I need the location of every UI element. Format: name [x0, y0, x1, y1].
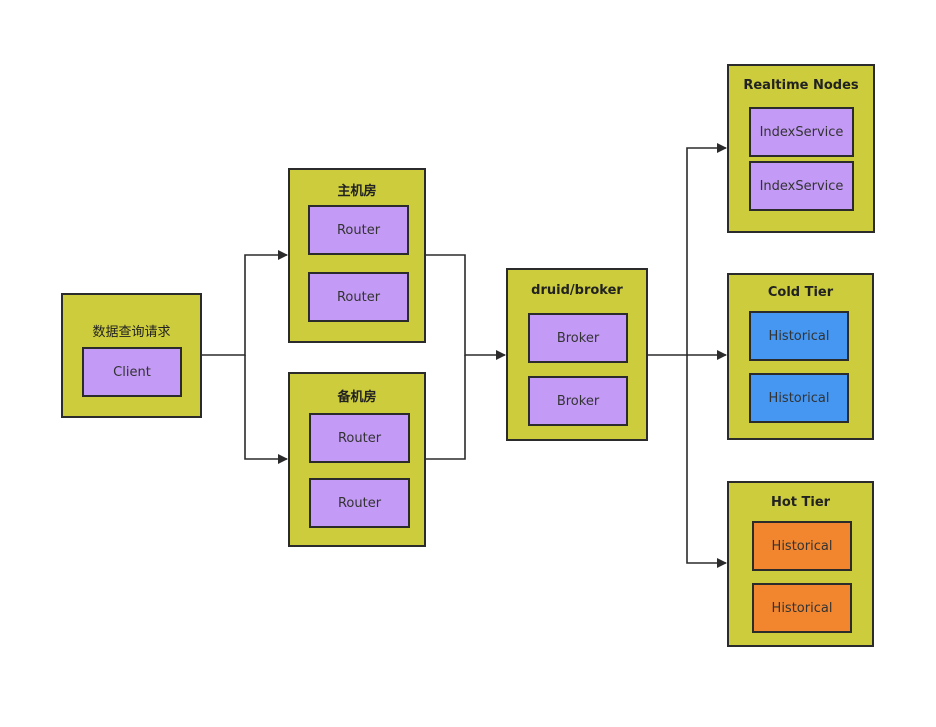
indexservice-node[interactable]: IndexService: [749, 107, 854, 157]
backup-room-group: 备机房 Router Router: [288, 372, 426, 547]
cold-tier-title: Cold Tier: [767, 285, 834, 300]
historical-node[interactable]: Historical: [749, 373, 849, 423]
router-node[interactable]: Router: [309, 478, 410, 528]
indexservice-node[interactable]: IndexService: [749, 161, 854, 211]
edge-broker-realtime: [647, 143, 727, 356]
hot-tier-group: Hot Tier Historical Historical: [727, 481, 874, 647]
historical-node[interactable]: Historical: [752, 583, 852, 633]
router-node[interactable]: Router: [308, 272, 409, 322]
backup-room-title: 备机房: [337, 390, 377, 405]
client-group: 数据查询请求 Client: [61, 293, 202, 418]
cold-tier-group: Cold Tier Historical Historical: [727, 273, 874, 440]
primary-room-title: 主机房: [337, 184, 377, 199]
broker-node[interactable]: Broker: [528, 313, 628, 363]
broker-group-title: druid/broker: [531, 283, 623, 298]
edge-broker-hot: [686, 355, 727, 568]
broker-group: druid/broker Broker Broker: [506, 268, 648, 441]
historical-node[interactable]: Historical: [749, 311, 849, 361]
edge-backup-broker: [425, 355, 466, 460]
client-group-title: 数据查询请求: [92, 325, 171, 340]
edge-client-primary: [201, 250, 288, 356]
edge-primary-broker: [425, 254, 506, 360]
router-node[interactable]: Router: [308, 205, 409, 255]
historical-node[interactable]: Historical: [752, 521, 852, 571]
realtime-nodes-title: Realtime Nodes: [743, 78, 859, 93]
edge-client-backup: [244, 355, 288, 464]
client-node[interactable]: Client: [82, 347, 182, 397]
primary-room-group: 主机房 Router Router: [288, 168, 426, 343]
router-node[interactable]: Router: [309, 413, 410, 463]
realtime-nodes-group: Realtime Nodes IndexService IndexService: [727, 64, 875, 233]
broker-node[interactable]: Broker: [528, 376, 628, 426]
hot-tier-title: Hot Tier: [770, 495, 831, 510]
